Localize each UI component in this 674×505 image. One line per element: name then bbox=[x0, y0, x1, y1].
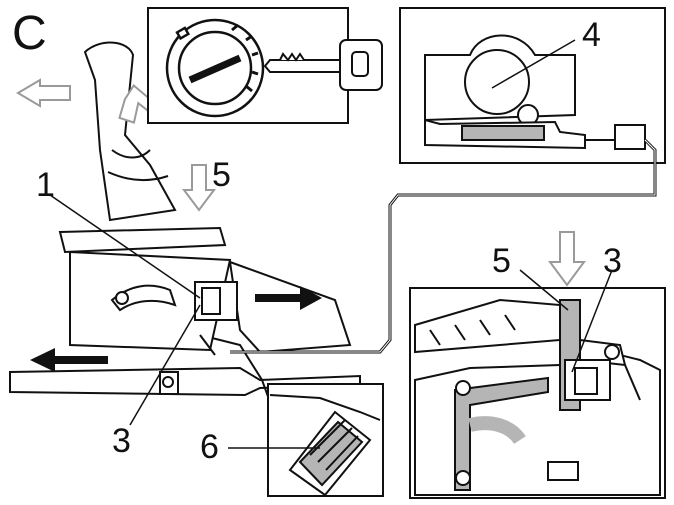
arrow-icon bbox=[16, 78, 216, 212]
arrow-icon bbox=[548, 231, 586, 287]
callout-5-detail: 5 bbox=[492, 242, 511, 280]
ignition-inset bbox=[147, 7, 383, 124]
leader-lines bbox=[49, 39, 613, 449]
callout-4: 4 bbox=[582, 16, 601, 54]
arrow-icon bbox=[30, 286, 322, 372]
connector-inset bbox=[267, 383, 384, 497]
callout-6: 6 bbox=[200, 428, 219, 466]
ignition-lock-icon bbox=[165, 18, 265, 118]
lock-cam-inset bbox=[399, 7, 666, 164]
shift-lever-assembly bbox=[9, 41, 361, 403]
panel-label: C bbox=[12, 7, 47, 60]
callout-3-detail: 3 bbox=[603, 242, 622, 280]
callout-3-main: 3 bbox=[112, 422, 131, 460]
callout-1: 1 bbox=[36, 166, 55, 204]
callout-5-main: 5 bbox=[212, 156, 231, 194]
shift-lock-detail-inset bbox=[409, 231, 666, 499]
key-icon bbox=[263, 39, 383, 91]
